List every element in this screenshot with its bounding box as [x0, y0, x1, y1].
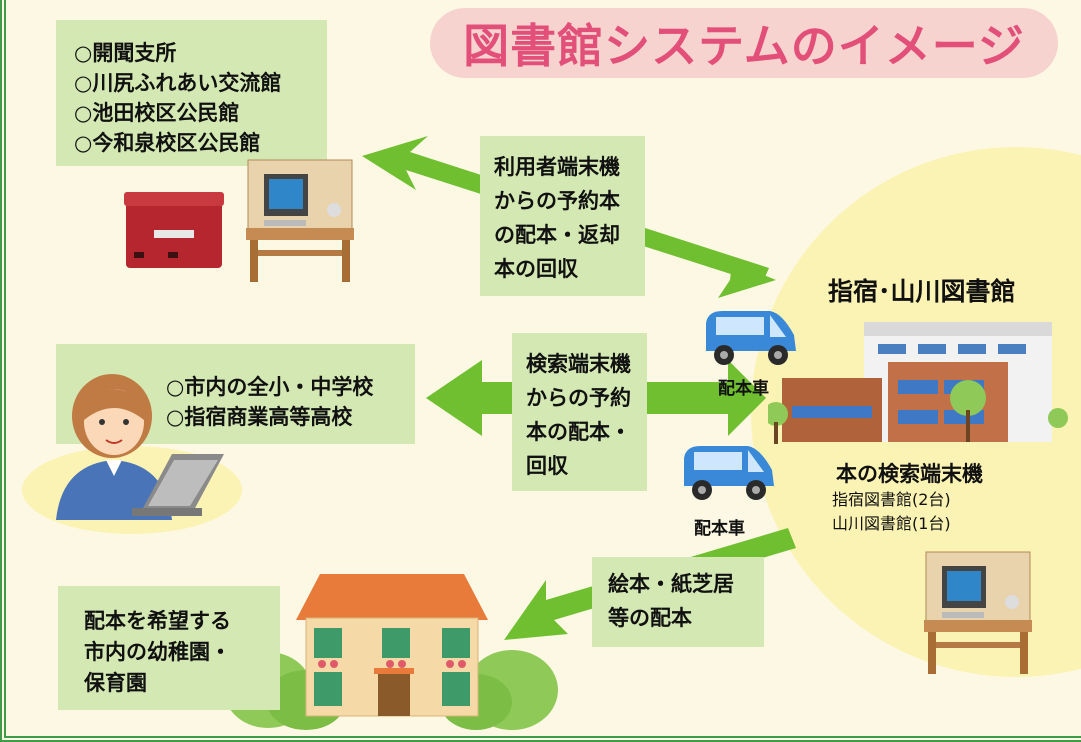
search-terminal-box: 検索端末機 からの予約 本の配本・ 回収 [512, 333, 647, 491]
delivery-van-icon-bottom [684, 446, 774, 500]
library-building-icon [768, 322, 1068, 444]
library-name: 指宿･山川図書館 [828, 277, 1016, 306]
schools-list: ○市内の全小・中学校 ○指宿商業高等高校 [166, 375, 374, 429]
mailbox-icon [124, 192, 224, 268]
house-icon [296, 574, 488, 717]
terminal-heading: 本の検索端末機 [836, 462, 983, 486]
page-title: 図書館システムのイメージ [430, 8, 1058, 78]
terminal-ibusuki: 指宿図書館(2台) [832, 490, 951, 509]
reservation-terminal-box: 利用者端末機 からの予約本 の配本・返却 本の回収 [480, 136, 645, 296]
branches-box: ○開聞支所 ○川尻ふれあい交流館 ○池田校区公民館 ○今和泉校区公民館 [56, 20, 327, 166]
delivery-van-icon-top [706, 311, 796, 365]
terminal-yamakawa: 山川図書館(1台) [832, 514, 951, 533]
picture-books-box: 絵本・紙芝居 等の配本 [592, 557, 764, 647]
computer-desk-icon [246, 159, 354, 282]
computer-desk-icon-library [924, 551, 1032, 674]
arrow-branches-library-head [718, 262, 776, 298]
kindergarten-box: 配本を希望する 市内の幼稚園・ 保育園 [58, 586, 280, 710]
van-label-top: 配本車 [718, 379, 769, 399]
van-label-bottom: 配本車 [694, 519, 745, 539]
user-at-laptop-icon [22, 374, 242, 534]
